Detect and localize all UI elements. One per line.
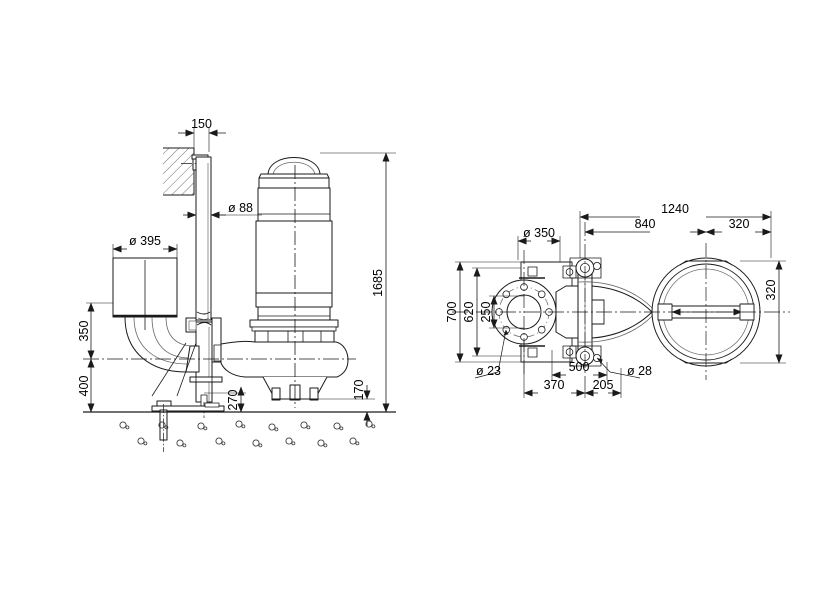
dim-label-250: 250 — [479, 302, 493, 323]
dim-height-above-centre: 350 — [77, 302, 113, 360]
dim-front-length: 370 — [523, 340, 586, 398]
dim-base-to-rail: 270 — [204, 386, 246, 413]
dim-label-150: 150 — [191, 117, 212, 131]
discharge-elbow — [112, 257, 200, 397]
dim-label-400: 400 — [77, 376, 91, 397]
dim-motor-width: 320 — [740, 260, 786, 364]
dim-label-1685: 1685 — [371, 269, 385, 297]
dim-base-height: 170 — [318, 380, 375, 426]
front-elevation-view — [83, 147, 356, 452]
dim-label-205: 205 — [593, 378, 614, 392]
dim-bolt-hole-small: ø 23 — [474, 329, 509, 379]
dim-label-840: 840 — [635, 217, 656, 231]
dim-label-620: 620 — [462, 302, 476, 323]
dim-height-below-centre: 400 — [77, 358, 95, 413]
dim-label-1240: 1240 — [661, 202, 689, 216]
dim-label-370: 370 — [544, 378, 565, 392]
base-frame — [151, 400, 225, 452]
lifting-handle — [267, 157, 321, 176]
dim-bolt-hole-large: ø 28 — [596, 357, 652, 379]
wall-assembly — [163, 147, 195, 196]
dim-bolt-span: 620 — [462, 267, 521, 357]
dim-mid-length: 500 — [551, 350, 608, 380]
dim-overall-height: 1685 — [320, 152, 396, 413]
dim-label-270: 270 — [226, 390, 240, 411]
dim-rear-length: 205 — [584, 368, 622, 398]
flange-bolt-holes — [495, 283, 553, 341]
dim-label-350: 350 — [77, 321, 91, 342]
dim-guide-rail-dia: ø 88 — [183, 201, 262, 219]
plan-view-dimensions: ø 350 1240 840 320 700 — [445, 202, 786, 398]
dim-flange-dia: ø 350 — [517, 226, 561, 262]
dim-tail-length: 320 — [705, 217, 772, 236]
dim-label-320-horizontal: 320 — [729, 217, 750, 231]
dim-label-700: 700 — [445, 302, 459, 323]
front-view-dimensions: 150 ø 88 ø 395 350 400 — [77, 117, 396, 426]
dim-label-d395: ø 395 — [129, 234, 161, 248]
dim-label-500: 500 — [569, 360, 590, 374]
dim-label-d88: ø 88 — [228, 201, 253, 215]
discharge-claw-flange — [185, 317, 223, 386]
dim-elbow-dia: ø 395 — [112, 234, 178, 258]
dim-label-d350: ø 350 — [523, 226, 555, 240]
dim-length-to-centre: 840 — [584, 217, 707, 236]
dim-label-d23: ø 23 — [476, 364, 501, 378]
dim-flange-bore: 250 — [479, 295, 524, 329]
dim-bracket-width: 150 — [178, 117, 226, 152]
volute-outline — [577, 281, 657, 343]
wall-hatch — [163, 148, 194, 195]
guide-rail-upper — [195, 156, 212, 321]
dim-label-170: 170 — [352, 380, 366, 401]
dim-label-d28: ø 28 — [627, 364, 652, 378]
dim-label-320-vertical: 320 — [764, 280, 778, 301]
pump-body — [220, 157, 349, 408]
dim-base-width: 700 — [445, 261, 521, 363]
dim-overall-length: 1240 — [579, 202, 772, 258]
